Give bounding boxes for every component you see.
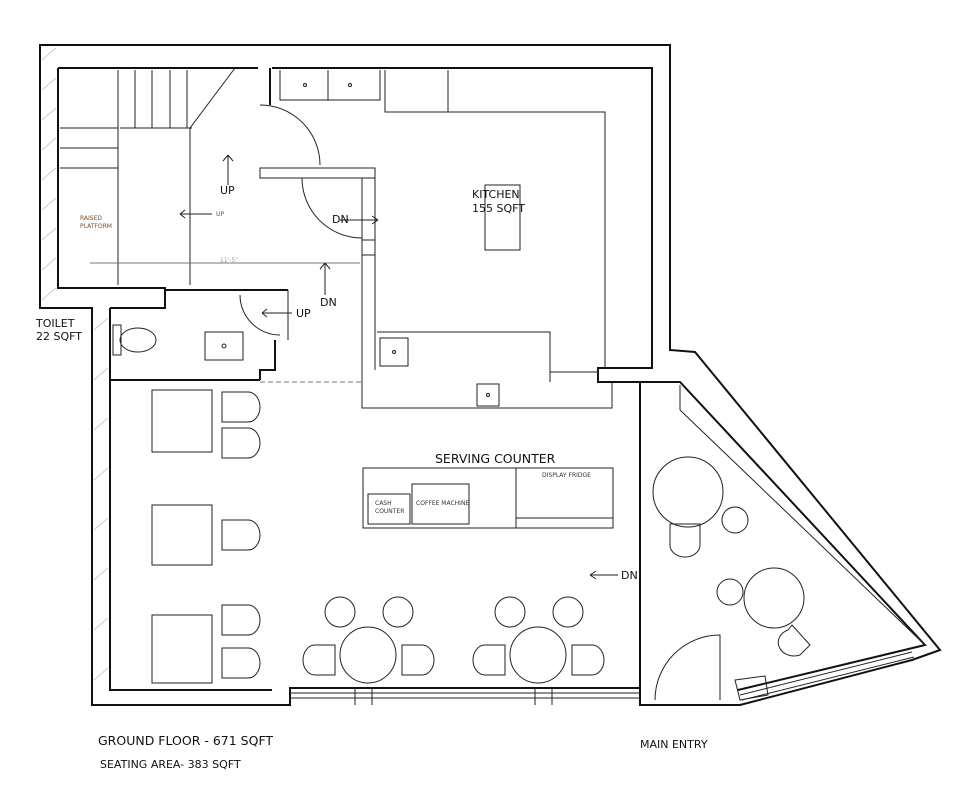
staircase: RAISED PLATFORM 11'-5" UP UP DN (60, 67, 360, 309)
raised-platform-label-1: RAISED (80, 215, 102, 222)
serving-counter-label: SERVING COUNTER (435, 451, 556, 466)
toilet-area: 22 SQFT (36, 330, 82, 343)
kitchen-area: 155 SQFT (472, 202, 525, 215)
display-fridge-label: DISPLAY FRIDGE (542, 472, 591, 479)
kitchen: KITCHEN 155 SQFT (279, 70, 606, 382)
serving-counter: SERVING COUNTER CASH COUNTER COFFEE MACH… (260, 370, 638, 582)
toilet-label: TOILET (35, 317, 75, 330)
dn-label-1: DN (320, 296, 337, 309)
dn-label-3: DN (621, 569, 638, 582)
up-label-1: UP (220, 184, 235, 197)
seating-area-label: SEATING AREA- 383 SQFT (100, 758, 241, 771)
windows (290, 385, 926, 705)
main-entry-label: MAIN ENTRY (640, 738, 708, 751)
cash-counter-label-2: COUNTER (375, 508, 404, 515)
up-label-small: UP (216, 211, 224, 218)
up-label-2: UP (296, 307, 311, 320)
coffee-machine-label: COFFEE MACHINE (416, 500, 469, 507)
dimension-label: 11'-5" (220, 257, 238, 264)
cash-counter-label-1: CASH (375, 500, 392, 507)
raised-platform-label-2: PLATFORM (80, 223, 112, 230)
toilet-room: TOILET 22 SQFT (35, 290, 276, 380)
doors: DN UP (239, 104, 721, 701)
seating (151, 389, 811, 684)
outer-walls (39, 44, 942, 706)
dn-label-2: DN (332, 213, 349, 226)
ground-floor-label: GROUND FLOOR - 671 SQFT (98, 733, 273, 748)
kitchen-label: KITCHEN (472, 188, 520, 201)
